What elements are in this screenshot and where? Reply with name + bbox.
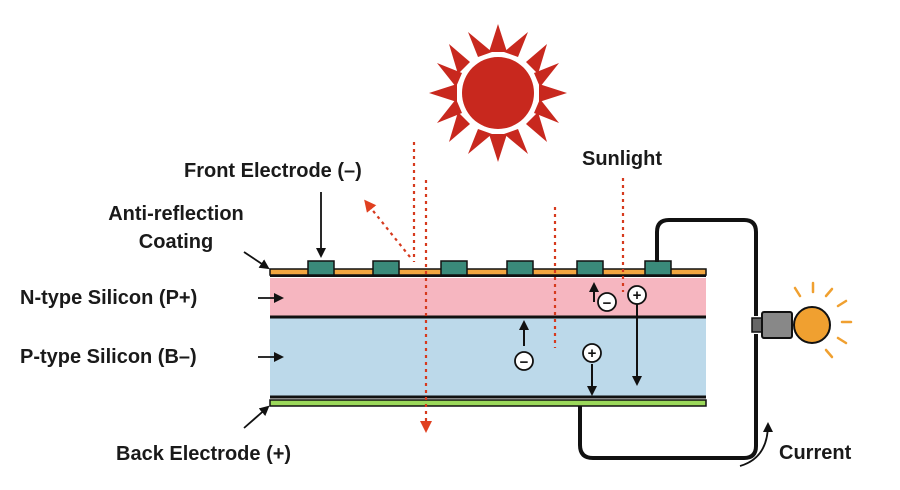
svg-text:−: −	[603, 295, 612, 312]
anti-reflection-label-line2: Coating	[138, 231, 214, 253]
svg-text:−: −	[520, 354, 529, 371]
electron-symbol: −	[597, 292, 617, 312]
sunlight-label: Sunlight	[582, 148, 662, 170]
light-bulb-icon	[751, 281, 853, 359]
n-type-silicon-label: N-type Silicon (P+)	[20, 287, 198, 309]
front-electrode-label: Front Electrode (–)	[184, 160, 362, 182]
p-type-silicon-label: P-type Silicon (B–)	[20, 346, 197, 368]
p-type-layer	[270, 317, 706, 397]
current-arrow	[739, 422, 773, 467]
current-label: Current	[779, 442, 852, 464]
anti-reflection-coating	[269, 268, 707, 276]
carrier-arrows	[519, 282, 642, 396]
sun-icon	[429, 24, 567, 162]
electron-symbol: −	[514, 351, 534, 371]
svg-text:+: +	[633, 287, 642, 304]
anti-reflection-label-line1: Anti-reflection	[108, 203, 244, 225]
back-electrode	[269, 399, 707, 407]
svg-text:+: +	[588, 345, 597, 362]
label-pointers	[243, 192, 326, 429]
sunlight-rays	[364, 142, 625, 433]
hole-symbol: +	[582, 343, 602, 363]
hole-symbol: +	[627, 285, 647, 305]
circuit-wire	[578, 218, 758, 460]
back-electrode-label: Back Electrode (+)	[116, 443, 292, 465]
